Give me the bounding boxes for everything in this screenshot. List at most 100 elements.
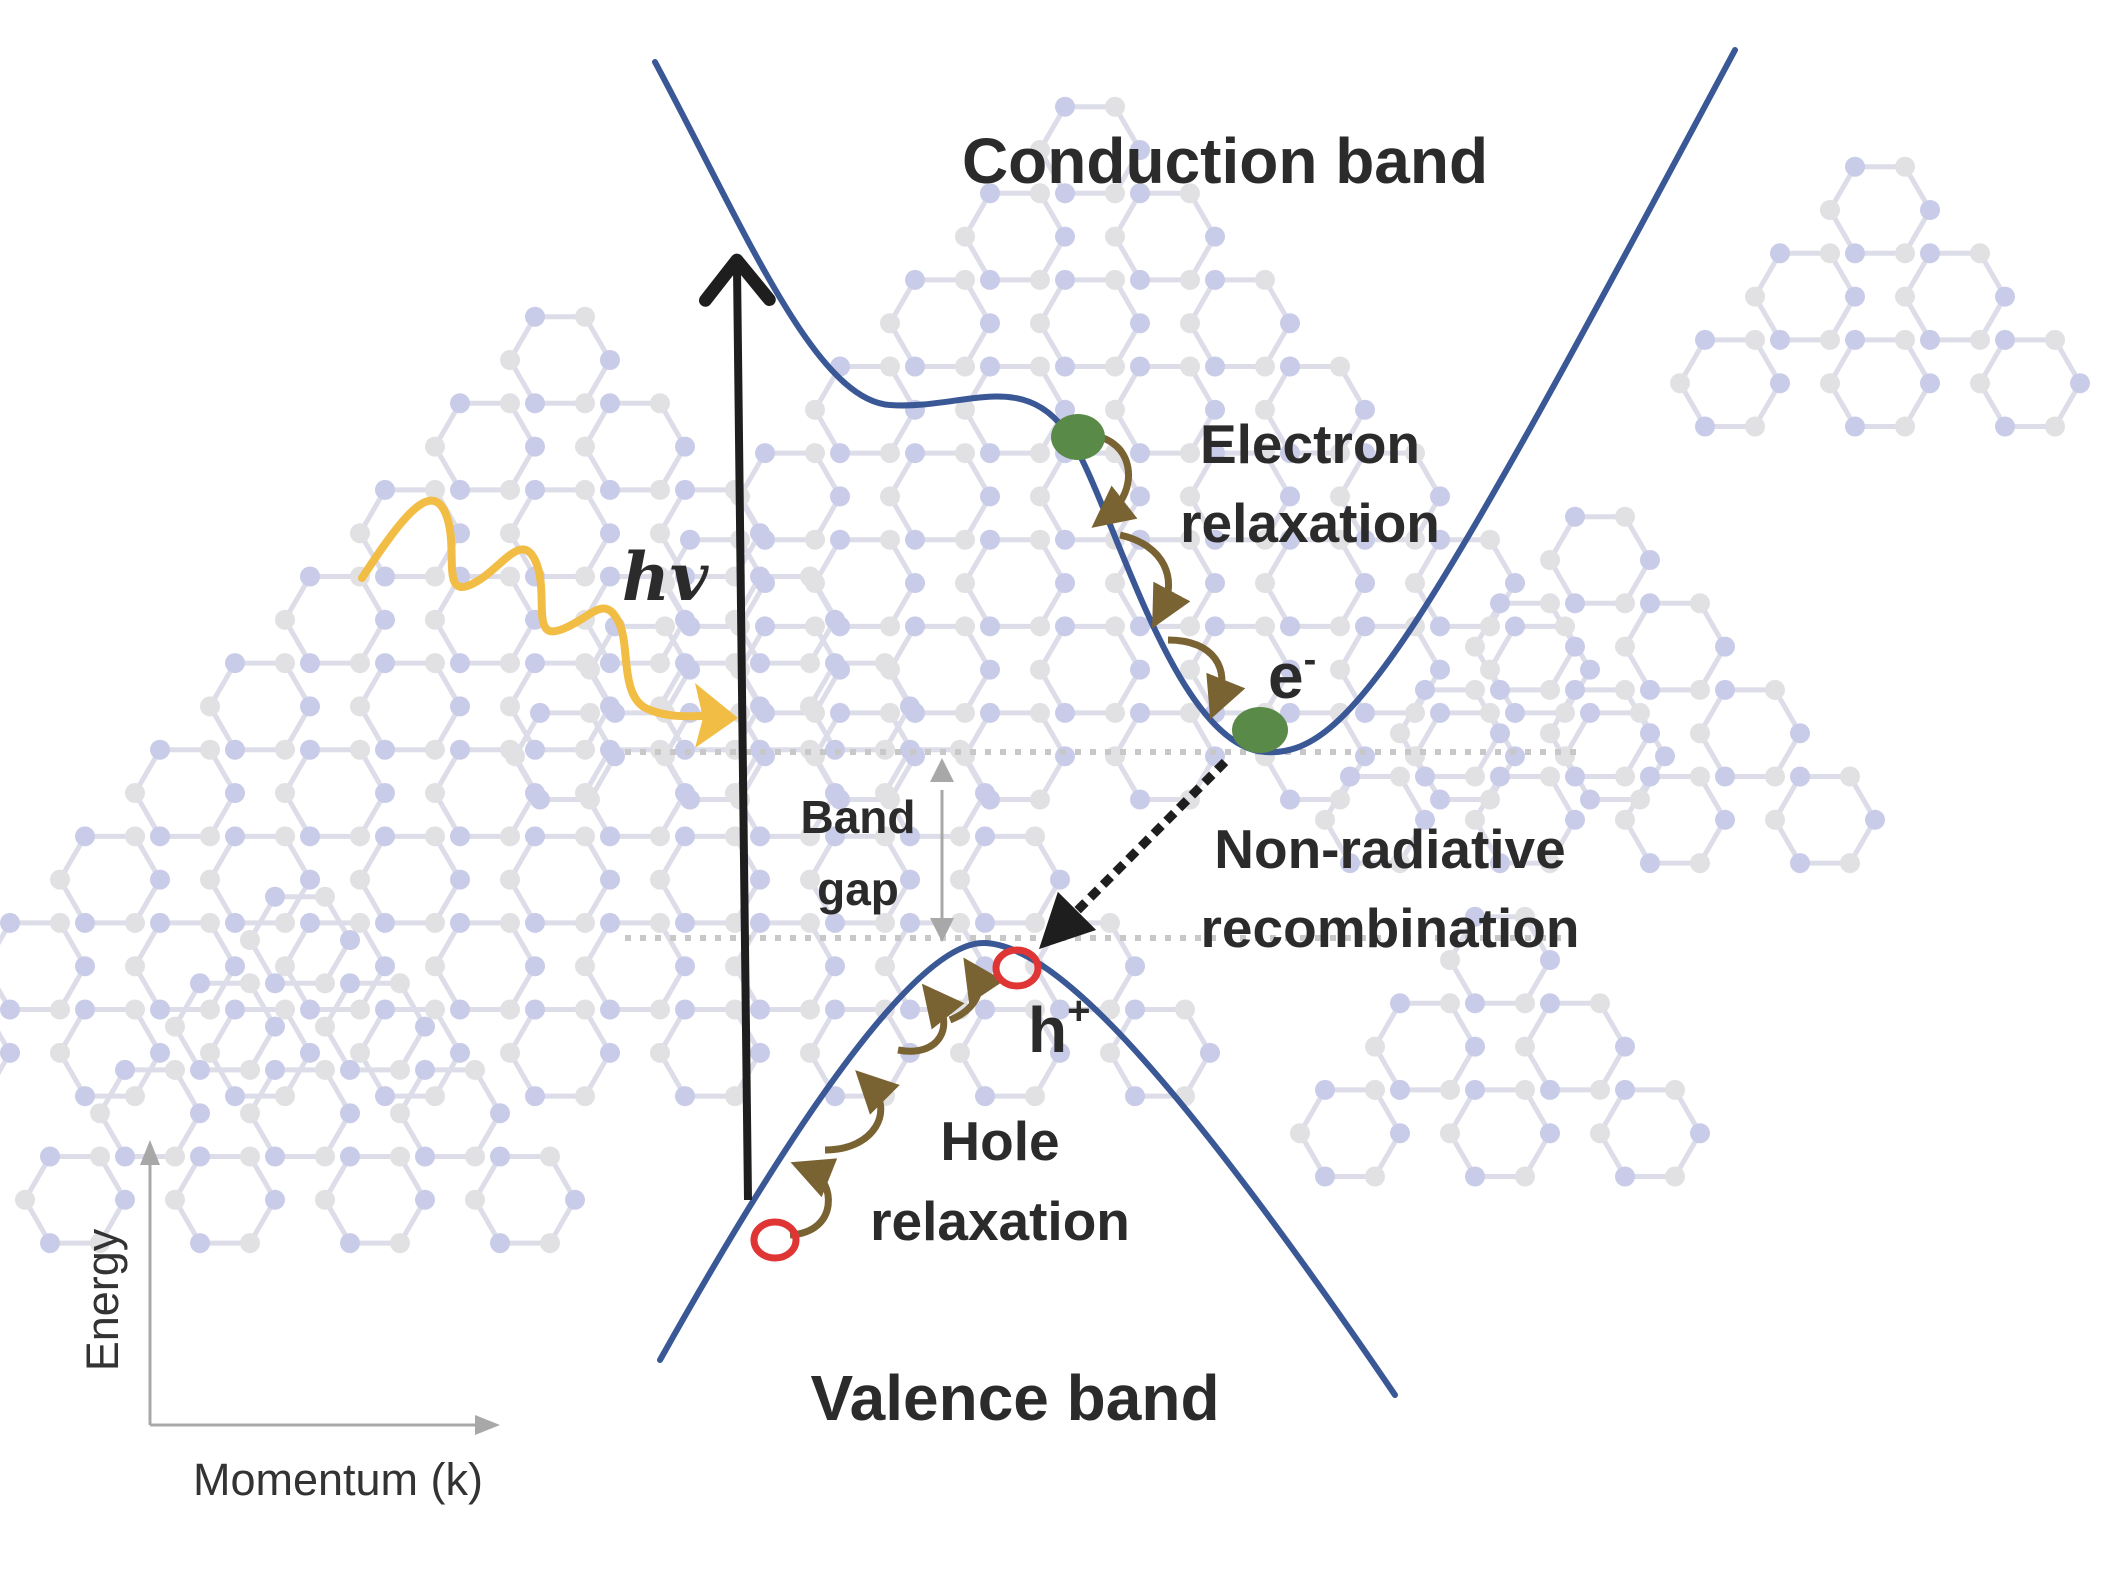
lattice-atom	[1655, 746, 1675, 767]
lattice-atom	[340, 1059, 360, 1080]
lattice-atom	[755, 616, 775, 637]
lattice-atom	[525, 479, 545, 500]
lattice-atom	[165, 1016, 185, 1037]
lattice-atom	[805, 443, 825, 464]
lattice-atom	[675, 479, 695, 500]
lattice-atom	[905, 356, 925, 377]
lattice-atom	[315, 1146, 335, 1167]
lattice-atom	[1615, 1036, 1635, 1057]
lattice-atom	[225, 999, 245, 1020]
lattice-atom	[1105, 616, 1125, 637]
lattice-atom	[800, 566, 820, 587]
lattice-atom	[1340, 766, 1360, 787]
lattice-atom	[450, 653, 470, 674]
lattice-atom	[980, 616, 1000, 637]
lattice-atom	[1030, 183, 1050, 204]
lattice-atom	[1130, 789, 1150, 810]
lattice-atom	[1490, 766, 1510, 787]
lattice-atom	[1180, 443, 1200, 464]
lattice-atom	[150, 912, 170, 933]
lattice-atom	[1490, 593, 1510, 614]
lattice-atom	[465, 1146, 485, 1167]
lattice-atom	[650, 912, 670, 933]
lattice-atom	[600, 653, 620, 674]
lattice-atom	[1030, 789, 1050, 810]
electron-symbol: e-	[1268, 639, 1316, 712]
lattice-atom	[500, 869, 520, 890]
lattice-atom	[1180, 616, 1200, 637]
lattice-atom	[1920, 200, 1940, 220]
lattice-atom	[1105, 399, 1125, 420]
lattice-atom	[1580, 702, 1600, 723]
lattice-atom	[1405, 443, 1425, 464]
lattice-atom	[1405, 573, 1425, 594]
lattice-atom	[300, 999, 320, 1020]
lattice-atom	[425, 956, 445, 977]
lattice-atom	[2045, 416, 2065, 437]
lattice-atom	[1630, 789, 1650, 810]
lattice-atom	[75, 1086, 95, 1107]
lattice-atom	[1565, 766, 1585, 787]
lattice-atom	[425, 609, 445, 630]
lattice-atom	[1590, 1079, 1610, 1100]
lattice-atom	[315, 1016, 335, 1037]
lattice-atom	[1105, 269, 1125, 290]
lattice-atom	[950, 869, 970, 890]
non-radiative-label-line2: recombination	[1201, 897, 1580, 959]
lattice-atom	[800, 1042, 820, 1063]
lattice-atom	[1845, 416, 1865, 437]
lattice-atom	[115, 1146, 135, 1167]
lattice-atom	[1330, 529, 1350, 550]
lattice-atom	[1415, 679, 1435, 700]
lattice-atom	[40, 1146, 60, 1167]
lattice-atom	[500, 1042, 520, 1063]
lattice-atom	[1430, 616, 1450, 637]
lattice-atom	[800, 912, 820, 933]
lattice-atom	[1280, 529, 1300, 550]
lattice-atom	[150, 826, 170, 847]
lattice-atom	[880, 356, 900, 377]
lattice-atom	[1255, 399, 1275, 420]
lattice-atom	[1765, 809, 1785, 830]
lattice-atom	[600, 826, 620, 847]
lattice-atom	[1430, 529, 1450, 550]
lattice-atom	[1025, 826, 1045, 847]
lattice-atom	[1615, 679, 1635, 700]
lattice-atom	[675, 609, 695, 630]
lattice-atom	[275, 1086, 295, 1107]
lattice-atom	[580, 702, 600, 723]
lattice-atom	[1205, 269, 1225, 290]
lattice-atom	[1180, 486, 1200, 507]
lattice-atom	[525, 393, 545, 414]
lattice-atom	[265, 1189, 285, 1210]
lattice-atom	[1105, 96, 1125, 117]
lattice-atom	[1540, 1079, 1560, 1100]
lattice-atom	[1290, 1123, 1310, 1144]
band-gap-label-line1: Band	[801, 791, 916, 843]
lattice-atom	[1440, 993, 1460, 1014]
lattice-atom	[1515, 906, 1535, 927]
lattice-atom	[600, 869, 620, 890]
lattice-atom	[675, 956, 695, 977]
lattice-atom	[1105, 573, 1125, 594]
lattice-atom	[1205, 573, 1225, 594]
lattice-atom	[300, 696, 320, 717]
excitation-arrow	[698, 253, 776, 1201]
lattice-atom	[1030, 356, 1050, 377]
lattice-atom	[425, 783, 445, 804]
lattice-atom	[905, 529, 925, 550]
lattice-atom	[1480, 659, 1500, 680]
lattice-atom	[980, 529, 1000, 550]
lattice-atom	[1255, 356, 1275, 377]
lattice-atom	[465, 1189, 485, 1210]
lattice-atom	[1315, 1079, 1335, 1100]
lattice-atom	[1030, 313, 1050, 334]
lattice-atom	[1995, 416, 2015, 437]
lattice-atom	[200, 912, 220, 933]
lattice-atom	[450, 393, 470, 414]
lattice-atom	[1640, 550, 1660, 570]
lattice-atom	[50, 869, 70, 890]
hole-relaxation-label-line1: Hole	[940, 1110, 1059, 1172]
lattice-atom	[1100, 1042, 1120, 1063]
lattice-atom	[1390, 766, 1410, 787]
